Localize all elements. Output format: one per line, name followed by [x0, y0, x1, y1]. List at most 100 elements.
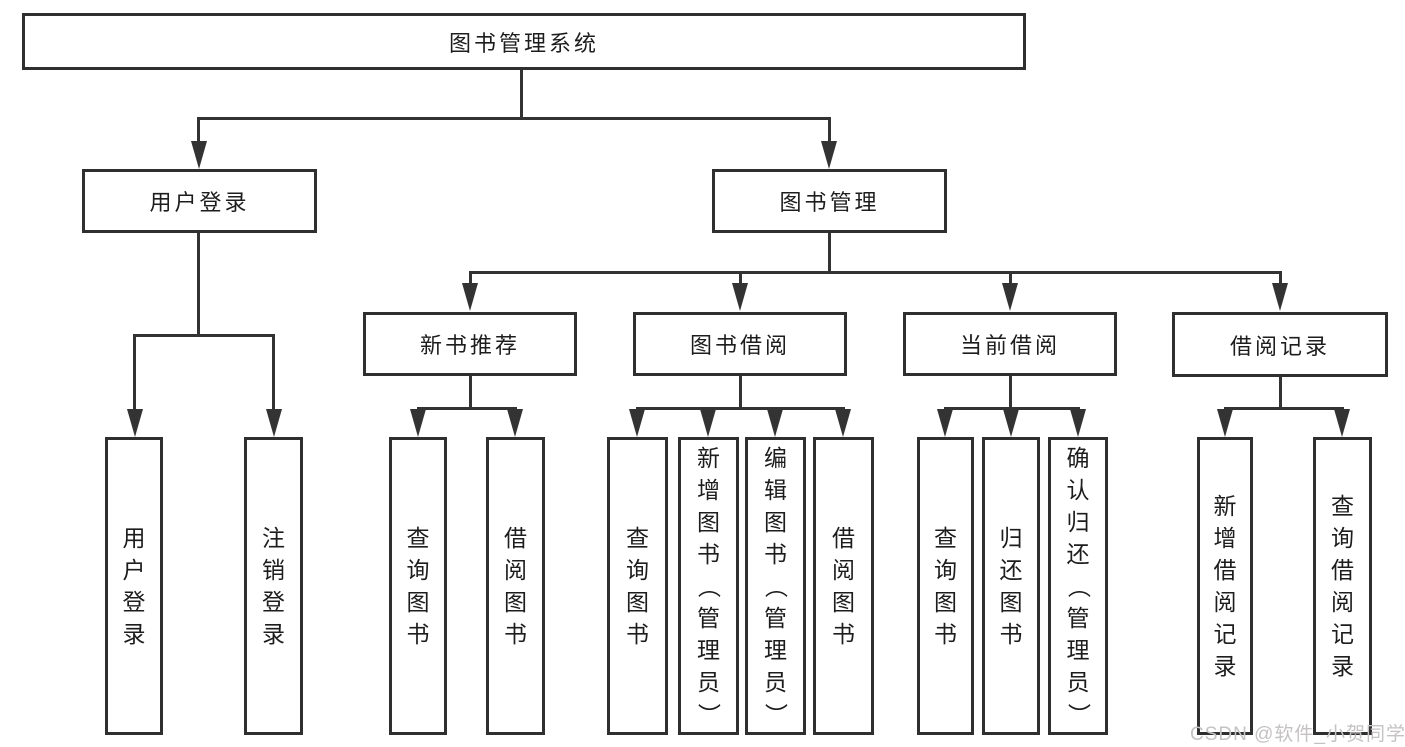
leaf-label-char: 增 — [697, 476, 720, 503]
leaf-edit-books-admin: 编辑图书（管理员） — [745, 437, 806, 735]
leaf-label-char: （ — [696, 574, 722, 598]
leaf-label-char: 查 — [1331, 492, 1354, 519]
leaf-label-char: 理 — [697, 636, 720, 663]
arrow-down-icon — [1272, 283, 1288, 311]
node-label: 图书借阅 — [689, 333, 790, 358]
arrow-down-icon — [462, 283, 478, 311]
node-label: 图书管理系统 — [448, 30, 599, 56]
leaf-label-char: 新 — [1213, 492, 1237, 519]
connector-line — [1009, 271, 1012, 286]
leaf-label-char: 录 — [1331, 652, 1354, 679]
leaf-label-char: 理 — [1066, 636, 1090, 663]
leaf-borrow-books: 借阅图书 — [813, 437, 874, 735]
connector-line — [469, 271, 1282, 274]
node-user-login: 用户登录 — [82, 169, 317, 233]
arrow-down-icon — [507, 409, 523, 437]
leaf-label-char: ） — [1065, 702, 1092, 726]
arrow-down-icon — [1334, 409, 1350, 437]
leaf-label-char: 阅 — [1331, 588, 1354, 615]
leaf-label-char: 图 — [999, 588, 1023, 615]
node-borrowing-records: 借阅记录 — [1172, 312, 1388, 377]
leaf-label-char: 阅 — [832, 556, 855, 583]
leaf-label-char: 录 — [122, 620, 146, 647]
leaf-label-char: 户 — [122, 556, 146, 583]
leaf-confirm-return-admin: 确认归还（管理员） — [1048, 437, 1108, 735]
arrow-down-icon — [835, 409, 851, 437]
connector-line — [944, 407, 1080, 410]
leaf-label-char: 还 — [999, 556, 1023, 583]
leaf-label-char: 录 — [1213, 652, 1237, 679]
connector-line — [520, 70, 523, 118]
leaf-label-char: 阅 — [1213, 588, 1237, 615]
leaf-label-char: 借 — [1213, 556, 1237, 583]
leaf-label-char: 书 — [832, 620, 855, 647]
leaf-label-char: 图 — [626, 588, 649, 615]
connector-line — [739, 376, 742, 409]
leaf-label-char: 借 — [1331, 556, 1354, 583]
connector-line — [828, 233, 831, 273]
leaf-label-char: 询 — [934, 556, 957, 583]
connector-line — [133, 334, 136, 411]
leaf-label-char: 图 — [406, 588, 430, 615]
leaf-label-char: 图 — [934, 588, 957, 615]
connector-line — [197, 117, 831, 120]
arrow-down-icon — [732, 283, 748, 311]
leaf-label-char: 书 — [626, 620, 649, 647]
leaf-return-books: 归还图书 — [982, 437, 1040, 735]
node-library-management-system: 图书管理系统 — [22, 13, 1026, 70]
leaf-label-char: 书 — [697, 540, 720, 567]
arrow-down-icon — [410, 409, 426, 437]
connector-line — [133, 334, 275, 337]
leaf-label-char: 书 — [999, 620, 1023, 647]
connector-line — [636, 407, 845, 410]
leaf-label-char: 查 — [934, 524, 957, 551]
arrow-down-icon — [1070, 409, 1086, 437]
leaf-label-char: 理 — [764, 636, 787, 663]
arrow-down-icon — [937, 409, 953, 437]
arrow-down-icon — [700, 409, 716, 437]
leaf-logout: 注销登录 — [244, 437, 303, 735]
leaf-label-char: 查 — [406, 524, 430, 551]
leaf-label-char: 记 — [1213, 620, 1237, 647]
leaf-query-books-recommend: 查询图书 — [389, 437, 447, 735]
csdn-watermark: CSDN @软件_小贺同学 — [1190, 724, 1405, 745]
connector-line — [197, 233, 200, 336]
connector-line — [272, 334, 275, 411]
arrow-down-icon — [1003, 409, 1019, 437]
leaf-label-char: 员 — [1066, 668, 1090, 695]
connector-line — [1279, 271, 1282, 286]
leaf-label-char: 销 — [262, 556, 285, 583]
leaf-label-char: 归 — [1066, 508, 1090, 535]
leaf-label-char: 查 — [626, 524, 649, 551]
leaf-label-char: 管 — [1066, 604, 1090, 631]
node-book-borrowing: 图书借阅 — [633, 312, 847, 376]
leaf-label-char: 管 — [764, 604, 787, 631]
leaf-label-char: 新 — [697, 444, 720, 471]
arrow-down-icon — [1002, 283, 1018, 311]
connector-line — [469, 376, 472, 409]
arrow-down-icon — [1217, 409, 1233, 437]
leaf-query-books-borrowing: 查询图书 — [607, 437, 668, 735]
leaf-label-char: 注 — [262, 524, 285, 551]
node-label: 当前借阅 — [959, 333, 1060, 358]
node-current-borrowing: 当前借阅 — [903, 312, 1117, 376]
node-new-book-recommendation: 新书推荐 — [363, 312, 577, 376]
connector-line — [197, 117, 200, 144]
leaf-query-borrow-record: 查询借阅记录 — [1313, 437, 1372, 735]
leaf-label-char: ） — [696, 702, 722, 726]
leaf-label-char: 询 — [406, 556, 430, 583]
leaf-label-char: 图 — [504, 588, 527, 615]
arrow-down-icon — [191, 141, 207, 169]
leaf-label-char: 图 — [764, 508, 787, 535]
leaf-label-char: 辑 — [764, 476, 787, 503]
leaf-label-char: 借 — [832, 524, 855, 551]
leaf-label-char: 录 — [262, 620, 285, 647]
connector-line — [417, 407, 517, 410]
leaf-label-char: 阅 — [504, 556, 527, 583]
connector-line — [828, 117, 831, 144]
connector-line — [469, 271, 472, 286]
leaf-user-login: 用户登录 — [105, 437, 163, 735]
leaf-label-char: 图 — [832, 588, 855, 615]
leaf-label-char: 书 — [504, 620, 527, 647]
